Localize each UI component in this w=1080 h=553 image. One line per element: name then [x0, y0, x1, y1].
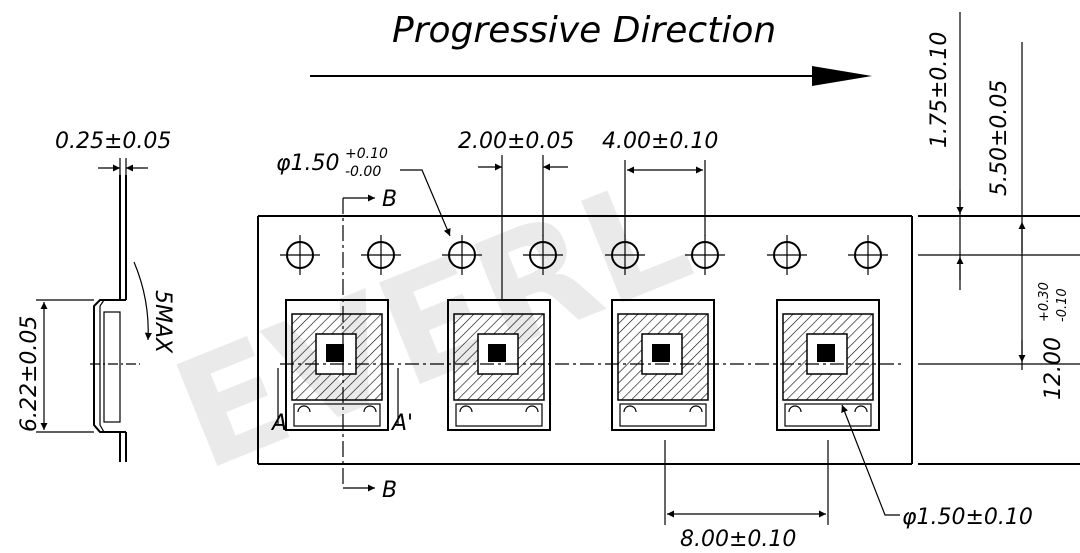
sprocket-hole [280, 235, 320, 275]
dim-tape-thickness: 0.25±0.05 [55, 129, 171, 154]
sprocket-hole [848, 235, 888, 275]
sprocket-hole [605, 235, 645, 275]
dim-tape-width-tol-plus: +0.30 [1037, 282, 1052, 322]
dim-pocket-hole: φ1.50±0.10 [902, 505, 1033, 530]
pocket [447, 299, 551, 431]
sprocket-hole [767, 235, 807, 275]
tape-side-profile [90, 175, 152, 462]
sprocket-hole [523, 235, 563, 275]
carrier-tape [257, 215, 1080, 465]
sprocket-holes [280, 235, 888, 275]
dim-sprocket-hole-tol-plus: +0.10 [345, 146, 388, 162]
dim-tape-width-tol-minus: -0.10 [1055, 288, 1070, 322]
dim-sprocket-pitch: 4.00±0.10 [602, 129, 718, 154]
section-label-a-prime: A' [390, 411, 413, 436]
sprocket-hole [361, 235, 401, 275]
dim-pocket-depth: 6.22±0.05 [17, 316, 42, 432]
pockets [280, 299, 905, 431]
dim-sprocket-hole: φ1.50 [276, 151, 340, 176]
sprocket-hole [685, 235, 725, 275]
dim-sprocket-offset: 2.00±0.05 [458, 129, 574, 154]
diagram-title: Progressive Direction [392, 10, 776, 51]
section-label-b-top: B [382, 187, 397, 212]
dim-hole-to-pocket: 5.50±0.05 [987, 80, 1012, 196]
dim-sprocket-hole-tol-minus: -0.00 [345, 164, 381, 180]
section-label-a: A [270, 411, 287, 436]
section-label-b-bottom: B [382, 478, 397, 503]
pocket [611, 299, 715, 431]
pocket [776, 299, 880, 431]
dim-cover-max: 5MAX [150, 290, 175, 354]
dim-pocket-pitch: 8.00±0.10 [680, 527, 796, 552]
sprocket-hole [442, 235, 482, 275]
pocket [285, 299, 389, 431]
progressive-direction-arrowhead [812, 66, 872, 86]
dim-hole-edge: 1.75±0.10 [927, 32, 952, 148]
dim-tape-width: 12.00 [1041, 337, 1066, 400]
